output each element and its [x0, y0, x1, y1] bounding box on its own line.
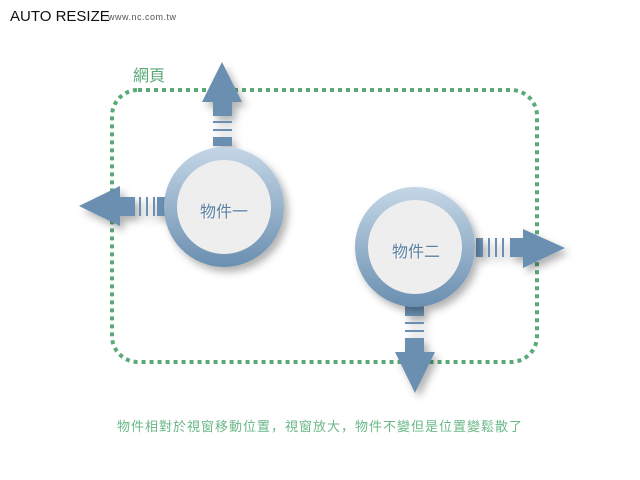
object-two	[355, 187, 475, 307]
arrow-left-icon	[79, 186, 165, 226]
app-title: AUTO RESIZE	[10, 8, 110, 25]
arrow-right-icon	[476, 229, 565, 268]
arrow-down-icon	[395, 306, 435, 393]
webpage-label: 網頁	[133, 68, 166, 85]
object-one-label: 物件一	[200, 204, 249, 221]
caption: 物件相對於視窗移動位置，視窗放大，物件不變但是位置變鬆散了	[116, 419, 523, 434]
site-url: www.nc.com.tw	[108, 12, 177, 22]
object-one	[164, 147, 284, 267]
webpage-frame	[110, 88, 539, 364]
arrow-up-icon	[202, 62, 242, 146]
object-two-label: 物件二	[392, 244, 441, 261]
